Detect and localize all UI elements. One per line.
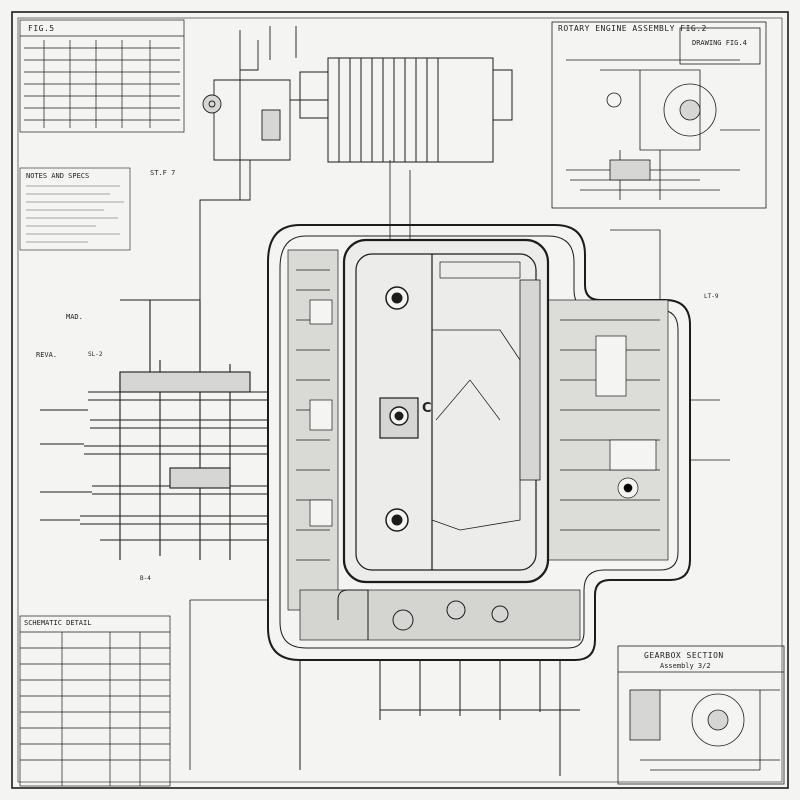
top-right-title: ROTARY ENGINE ASSEMBLY FIG.2 [558, 24, 707, 33]
bottom-right-title: GEARBOX SECTION [644, 651, 724, 660]
bottom-right-subtitle: Assembly 3/2 [660, 662, 711, 670]
mid-left-tag: ST.F 7 [150, 169, 176, 177]
center-port [379, 397, 419, 439]
component-cluster [287, 249, 669, 641]
left-manifold [40, 299, 268, 560]
upper-left-mechanism [199, 26, 328, 310]
top-right-subtitle: DRAWING FIG.4 [692, 39, 747, 47]
callout-right: LT-9 [704, 293, 719, 300]
callout-pipe: SL-2 [88, 351, 103, 358]
callout-lower: B-4 [140, 575, 151, 582]
bottom-left-table [19, 615, 171, 787]
radiator-unit [299, 57, 513, 163]
left-notes-title: NOTES AND SPECS [26, 172, 90, 180]
center-letter: C [422, 401, 432, 416]
top-left-table [19, 19, 185, 133]
central-chamber [342, 238, 550, 584]
bottom-left-title: SCHEMATIC DETAIL [24, 619, 92, 627]
left-tag-a: MAD. [66, 313, 83, 321]
connector-wires [189, 160, 730, 770]
bottom-right-panel [617, 645, 785, 785]
sheet-border [11, 11, 789, 789]
sheet-inner-border [17, 17, 783, 783]
top-right-panel [551, 21, 767, 209]
top-left-title: FIG.5 [28, 24, 55, 33]
top-port [385, 286, 409, 310]
bottom-machinery [299, 589, 580, 776]
outer-pipe-loop [267, 224, 691, 661]
left-notes-block [19, 167, 131, 251]
left-tag-b: REVA. [36, 351, 58, 359]
bottom-port [385, 508, 409, 532]
